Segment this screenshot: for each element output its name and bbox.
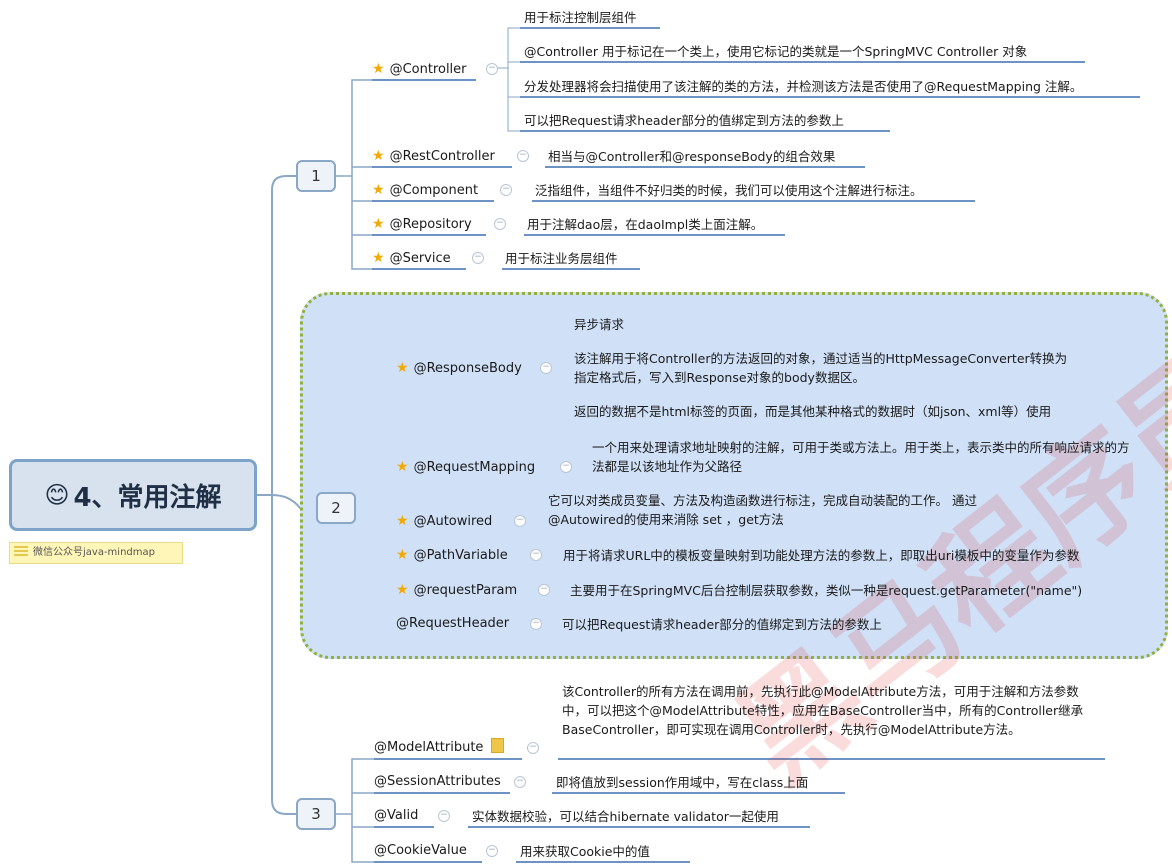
topic-label: @RequestHeader: [396, 616, 510, 631]
collapse-icon[interactable]: −: [530, 618, 542, 630]
topic-label: @RestController: [389, 149, 495, 164]
collapse-icon[interactable]: −: [530, 549, 542, 561]
topic-label: @Autowired: [413, 514, 493, 529]
branch-topic-connector: [336, 758, 374, 815]
topic-label: @PathVariable: [413, 548, 508, 563]
topic-restcontroller[interactable]: ★ @RestController: [372, 145, 495, 167]
collapse-icon[interactable]: −: [438, 810, 450, 822]
cloud-boundary: [300, 292, 1168, 659]
star-icon: ★: [396, 547, 409, 563]
root-topic[interactable]: 😊 4、常用注解: [9, 459, 257, 531]
collapse-icon[interactable]: −: [486, 845, 498, 857]
note-icon: [14, 546, 28, 556]
note-requestheader: 可以把Request请求header部分的值绑定到方法的参数上: [562, 617, 882, 632]
note-repository: 用于注解dao层，在daoImpl类上面注解。: [527, 217, 764, 232]
topic-label: @Controller: [389, 62, 467, 77]
note-service: 用于标注业务层组件: [505, 251, 618, 266]
topic-label: @RequestMapping: [413, 460, 536, 475]
note-responsebody-2: 该注解用于将Controller的方法返回的对象，通过适当的HttpMessag…: [574, 351, 1068, 385]
note-component: 泛指组件，当组件不好归类的时候，我们可以使用这个注解进行标注。: [535, 183, 923, 198]
star-icon: ★: [372, 61, 385, 77]
topic-label: @Repository: [389, 217, 472, 232]
note-sessionattributes: 即将值放到session作用域中，写在class上面: [556, 775, 809, 790]
topic-label: @ModelAttribute: [374, 740, 484, 755]
note-controller-4: 可以把Request请求header部分的值绑定到方法的参数上: [524, 113, 844, 128]
root-branch-connector: [257, 175, 296, 496]
topic-valid[interactable]: @Valid: [374, 805, 418, 827]
branch-2[interactable]: 2: [316, 492, 356, 524]
topic-requestparam[interactable]: ★ @requestParam: [396, 579, 517, 601]
star-icon: ★: [396, 582, 409, 598]
collapse-icon[interactable]: −: [472, 252, 484, 264]
collapse-icon[interactable]: −: [514, 776, 526, 788]
collapse-icon[interactable]: −: [500, 184, 512, 196]
note-responsebody-3: 返回的数据不是html标签的页面，而是其他某种格式的数据时（如json、xml等…: [574, 404, 1052, 419]
star-icon: ★: [396, 459, 409, 475]
topic-repository[interactable]: ★ @Repository: [372, 213, 472, 235]
collapse-icon[interactable]: −: [514, 515, 526, 527]
branch-3[interactable]: 3: [296, 798, 336, 830]
note-valid: 实体数据校验，可以结合hibernate validator一起使用: [472, 809, 779, 824]
collapse-icon[interactable]: −: [538, 584, 550, 596]
topic-service[interactable]: ★ @Service: [372, 247, 451, 269]
topic-pathvariable[interactable]: ★ @PathVariable: [396, 544, 508, 566]
collapse-icon[interactable]: −: [494, 218, 506, 230]
topic-label: @requestParam: [413, 583, 518, 598]
topic-cookievalue[interactable]: @CookieValue: [374, 840, 467, 862]
topic-autowired[interactable]: ★ @Autowired: [396, 510, 492, 532]
leaf-connector: [507, 68, 520, 132]
star-icon: ★: [372, 182, 385, 198]
collapse-icon[interactable]: −: [486, 63, 498, 75]
root-branch-connector: [271, 494, 316, 509]
star-icon: ★: [396, 360, 409, 376]
root-title: 4、常用注解: [73, 482, 222, 513]
branch-topic-connector: [351, 176, 372, 270]
topic-modelattribute[interactable]: @ModelAttribute: [374, 737, 505, 759]
collapse-icon[interactable]: −: [560, 461, 572, 473]
leaf-connector: [497, 27, 520, 69]
branch-1[interactable]: 1: [296, 160, 336, 192]
note-controller-1: 用于标注控制层组件: [524, 10, 637, 25]
smile-emoji-icon: 😊: [44, 481, 70, 509]
topic-controller[interactable]: ★ @Controller: [372, 58, 467, 80]
root-branch-connector: [271, 495, 296, 815]
note-requestparam: 主要用于在SpringMVC后台控制层获取参数，类似一种是request.get…: [570, 583, 1083, 598]
note-requestmapping: 一个用来处理请求地址映射的注解，可用于类或方法上。用于类上，表示类中的所有响应请…: [592, 440, 1130, 474]
star-icon: ★: [372, 250, 385, 266]
collapse-icon[interactable]: −: [540, 362, 552, 374]
star-icon: ★: [372, 148, 385, 164]
topic-sessionattributes[interactable]: @SessionAttributes: [374, 771, 501, 793]
note-pathvariable: 用于将请求URL中的模板变量映射到功能处理方法的参数上，即取出uri模板中的变量…: [563, 548, 1080, 563]
branch-topic-connector: [351, 814, 374, 863]
topic-responsebody[interactable]: ★ @ResponseBody: [396, 357, 522, 379]
topic-label: @Valid: [374, 808, 419, 823]
note-icon: [491, 738, 505, 753]
topic-label: @Service: [389, 251, 451, 266]
credit-text: 微信公众号java-mindmap: [33, 547, 155, 558]
note-cookievalue: 用来获取Cookie中的值: [520, 844, 650, 859]
collapse-icon[interactable]: −: [527, 742, 539, 754]
topic-label: @Component: [389, 183, 479, 198]
credit-note: 微信公众号java-mindmap: [9, 542, 183, 564]
topic-requestmapping[interactable]: ★ @RequestMapping: [396, 456, 535, 478]
note-restcontroller: 相当与@Controller和@responseBody的组合效果: [548, 149, 836, 164]
branch-topic-connector: [336, 79, 372, 177]
star-icon: ★: [372, 216, 385, 232]
star-icon: ★: [396, 513, 409, 529]
topic-label: @ResponseBody: [413, 361, 522, 376]
collapse-icon[interactable]: −: [517, 150, 529, 162]
note-controller-3: 分发处理器将会扫描使用了该注解的类的方法，并检测该方法是否使用了@Request…: [524, 79, 1083, 94]
topic-label: @SessionAttributes: [374, 774, 501, 789]
note-modelattribute: 该Controller的所有方法在调用前，先执行此@ModelAttribute…: [562, 684, 1084, 737]
topic-label: @CookieValue: [374, 843, 467, 858]
topic-requestheader[interactable]: @RequestHeader: [396, 613, 509, 635]
note-autowired: 它可以对类成员变量、方法及构造函数进行标注，完成自动装配的工作。 通过 @Aut…: [548, 493, 977, 527]
note-controller-2: @Controller 用于标记在一个类上，使用它标记的类就是一个SpringM…: [524, 44, 1028, 59]
topic-component[interactable]: ★ @Component: [372, 179, 478, 201]
note-responsebody-1: 异步请求: [574, 317, 625, 332]
